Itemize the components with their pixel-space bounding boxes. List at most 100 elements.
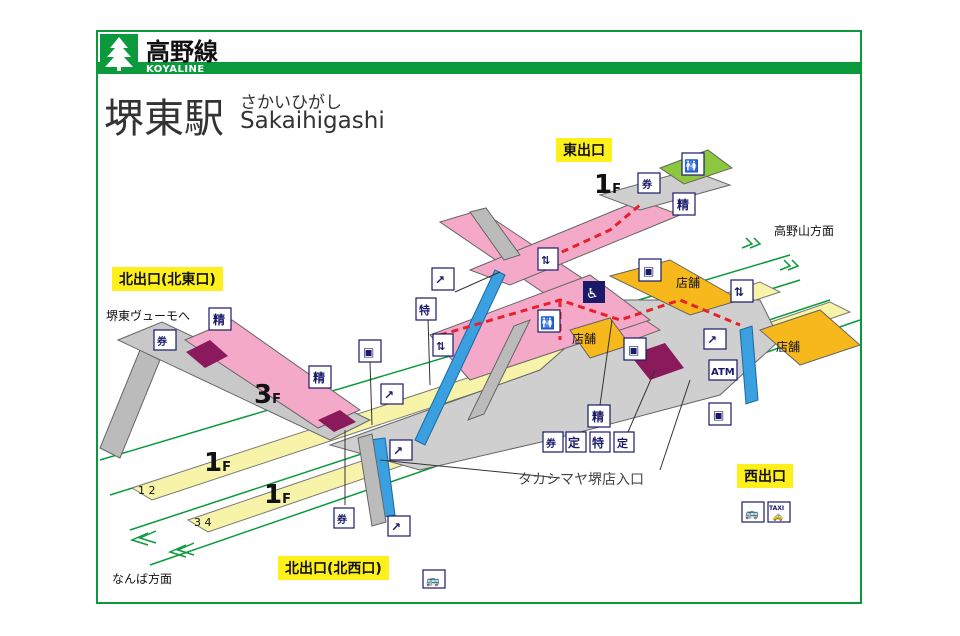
exit-label-east: 東出口 (556, 138, 612, 162)
station-name-roman: Sakaihigashi (240, 108, 385, 134)
floor-label-1f-platform-12: 1F (204, 448, 231, 478)
svg-text:券: 券 (641, 178, 653, 191)
escalator-icon-3f: ↗ (380, 383, 404, 405)
takashimaya-entrance: タカシマヤ堺店入口 (518, 472, 644, 488)
svg-text:券: 券 (336, 513, 348, 526)
direction-arrows-koyasan (741, 237, 800, 271)
shop-label-upper: 店舗 (676, 276, 701, 290)
ticket-gate-west (186, 340, 228, 368)
ticket-machine-icon-east: 券 (637, 172, 661, 194)
exit-label-north-west: 北出口(北西口) (278, 556, 389, 580)
svg-text:▣: ▣ (713, 408, 724, 422)
destination-koyasan: 高野山方面 (774, 224, 835, 238)
seisan-icon-3f: 精 (308, 365, 332, 389)
tree-icon (100, 34, 138, 72)
shop-right (759, 309, 861, 366)
escalator-icon-upper: ↗ (431, 267, 455, 291)
locker-icon-center: ▣ (623, 337, 647, 361)
taxi-icon: TAXI🚕 (767, 501, 791, 523)
coin-locker-icon: ▣ (638, 258, 662, 282)
atm-icon: ATM (708, 359, 738, 381)
svg-text:精: 精 (313, 370, 325, 385)
svg-text:▣: ▣ (628, 343, 639, 357)
svg-text:🚌: 🚌 (426, 574, 440, 587)
exit-label-west: 西出口 (737, 464, 793, 488)
svg-text:ATM: ATM (711, 367, 735, 378)
svg-text:⇅: ⇅ (734, 285, 744, 299)
shop-label-right: 店舗 (776, 340, 801, 354)
stairs-left (99, 349, 161, 459)
svg-text:特: 特 (592, 435, 604, 450)
wc-icon-center: 🚻 (537, 309, 561, 333)
escalator-icon-east: ↗ (703, 328, 727, 350)
elevator-icon-upper: ⇅ (537, 247, 559, 271)
svg-text:↗: ↗ (435, 273, 445, 287)
track-number-12: 1 2 (138, 484, 156, 497)
bus-icon-west: 🚌 (741, 501, 765, 523)
station-name-kana: さかいひがし (240, 93, 342, 113)
svg-text:券: 券 (545, 437, 557, 450)
svg-text:精: 精 (592, 409, 604, 424)
svg-text:↗: ↗ (707, 333, 717, 347)
stairs-north-west (357, 433, 387, 527)
ticket-machine-icon-west: 券 (153, 329, 177, 351)
svg-text:TAXI: TAXI (769, 505, 784, 512)
seisan-icon-west: 精 (208, 307, 232, 331)
bus-icon-north: 🚌 (422, 569, 446, 589)
svg-text:⇅: ⇅ (436, 340, 445, 353)
floor-label-3f: 3F (254, 380, 281, 410)
track-number-34: 3 4 (194, 516, 212, 529)
header-band (96, 62, 862, 74)
seisan-icon-east: 精 (672, 192, 696, 216)
barrier-free-route (439, 203, 741, 340)
wc-icon-east: 🚻 (681, 152, 705, 176)
elevator-icon-east: ⇅ (730, 279, 754, 303)
svg-text:▣: ▣ (363, 345, 374, 359)
locker-icon-3f: ▣ (358, 339, 382, 363)
elevator-icon-center: ⇅ (432, 333, 454, 357)
wheelchair-icon: ♿ (583, 281, 605, 303)
ticket-machine-icon-ground: 券 (542, 431, 564, 453)
limited-express-icon: 特 (589, 431, 611, 453)
stairs-upper (469, 207, 521, 261)
svg-text:↗: ↗ (391, 520, 401, 534)
svg-text:🚕: 🚕 (772, 512, 783, 522)
svg-text:⇅: ⇅ (541, 254, 550, 267)
direction-arrows-namba (129, 530, 195, 558)
shop-label-mid: 店舗 (572, 332, 597, 346)
svg-text:🚻: 🚻 (540, 316, 555, 330)
svg-text:精: 精 (213, 312, 225, 327)
ticket-machine-icon-north: 券 (333, 507, 355, 529)
seisan-icon-ground: 精 (587, 404, 611, 428)
escalator-west (739, 325, 759, 405)
map-frame (96, 30, 862, 604)
svg-text:🚌: 🚌 (745, 507, 759, 520)
svg-text:定: 定 (568, 435, 580, 450)
commuter-pass-icon: 定 (565, 431, 587, 453)
exit-label-north-east: 北出口(北東口) (112, 267, 223, 291)
floor-label-1f-east: 1F (594, 170, 621, 200)
svg-text:↗: ↗ (384, 388, 394, 402)
floor-label-1f-platform-34: 1F (264, 480, 291, 510)
svg-text:🚻: 🚻 (684, 159, 699, 173)
destination-namba: なんば方面 (112, 572, 173, 586)
stairs-center (466, 319, 532, 421)
line-roman: KOYALINE (146, 64, 205, 75)
svg-text:券: 券 (156, 335, 168, 348)
destination-vumo: 堺東ヴューモへ (106, 309, 191, 323)
ticket-gate-north (318, 410, 356, 432)
station-name-kanji: 堺東駅 (104, 96, 224, 142)
line-name: 高野線 (146, 38, 218, 66)
svg-text:↗: ↗ (393, 444, 403, 458)
svg-text:▣: ▣ (643, 264, 654, 278)
svg-text:定: 定 (617, 436, 628, 450)
escalator-icon-ground: ↗ (389, 439, 413, 461)
locker-icon-west: ▣ (708, 402, 732, 426)
leader-lines (344, 271, 691, 505)
svg-text:特: 特 (419, 303, 430, 317)
ticket-counter-icon: 定 (613, 431, 635, 453)
svg-text:♿: ♿ (586, 286, 599, 302)
svg-text:精: 精 (677, 197, 689, 212)
escalator-icon-north: ↗ (387, 515, 411, 537)
